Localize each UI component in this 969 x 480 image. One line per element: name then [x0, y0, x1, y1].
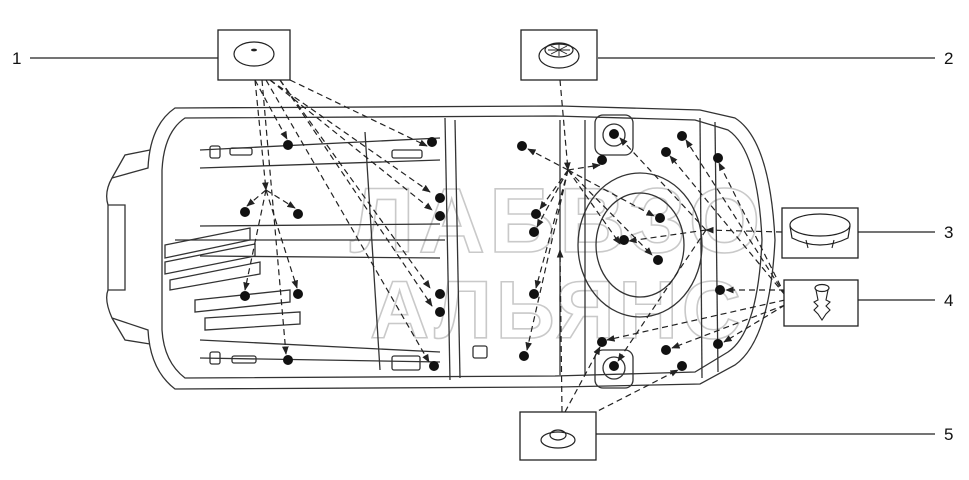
- plug-hole: [677, 361, 687, 371]
- part-4-box: [783, 279, 859, 327]
- plug-hole: [240, 291, 250, 301]
- plug-hole: [283, 140, 293, 150]
- plug-hole: [517, 141, 527, 151]
- plug-hole: [529, 227, 539, 237]
- plug-hole: [653, 255, 663, 265]
- plug-holes: [240, 129, 725, 371]
- part-2-box: [520, 29, 598, 81]
- part-3-box: [781, 207, 859, 259]
- floor-pan: [106, 105, 776, 390]
- plug-hole: [661, 147, 671, 157]
- plug-hole: [597, 155, 607, 165]
- watermark-line2: АЛЬЯНС: [370, 265, 745, 356]
- plug-hole: [713, 153, 723, 163]
- plug-hole: [435, 211, 445, 221]
- plug-hole: [427, 137, 437, 147]
- part-5-box: [519, 411, 597, 461]
- plug-hole: [519, 351, 529, 361]
- grommet-plug-icon: [540, 431, 576, 449]
- floor-pan-inner: [161, 115, 763, 379]
- ribbed-plug-icon: [544, 42, 574, 58]
- leader-lines: [243, 79, 786, 416]
- plug-hole: [655, 213, 665, 223]
- plug-hole: [293, 289, 303, 299]
- plug-hole: [283, 355, 293, 365]
- plug-hole: [609, 129, 619, 139]
- plug-hole: [529, 289, 539, 299]
- callout-number-1: 1: [12, 49, 21, 68]
- callout-number-4: 4: [944, 291, 953, 310]
- watermark: ЛАБВЗО АЛЬЯНС: [349, 169, 764, 357]
- callout-numbers: 1 2 3 4 5: [12, 49, 953, 444]
- callout-number-5: 5: [944, 425, 953, 444]
- plug-hole: [435, 307, 445, 317]
- plug-hole: [531, 209, 541, 219]
- cap-plug-icon: [789, 213, 851, 237]
- plug-hole: [597, 337, 607, 347]
- part-1-box: [217, 29, 291, 81]
- plug-hole: [713, 339, 723, 349]
- callout-number-2: 2: [944, 49, 953, 68]
- plug-hole: [435, 289, 445, 299]
- callout-lines: [30, 57, 935, 435]
- spare-tire-well: [577, 172, 703, 318]
- push-clip-icon: [814, 283, 830, 293]
- round-plug-icon: [233, 41, 275, 67]
- plug-hole: [435, 193, 445, 203]
- plug-hole: [609, 361, 619, 371]
- floor-pan-outline: [106, 105, 776, 390]
- plug-hole: [677, 131, 687, 141]
- callout-number-3: 3: [944, 223, 953, 242]
- plug-hole: [429, 361, 439, 371]
- plug-hole: [240, 207, 250, 217]
- watermark-line1: ЛАБВЗО: [350, 170, 764, 272]
- plug-hole: [293, 209, 303, 219]
- plug-hole: [619, 235, 629, 245]
- plug-hole: [715, 285, 725, 295]
- plug-hole: [661, 345, 671, 355]
